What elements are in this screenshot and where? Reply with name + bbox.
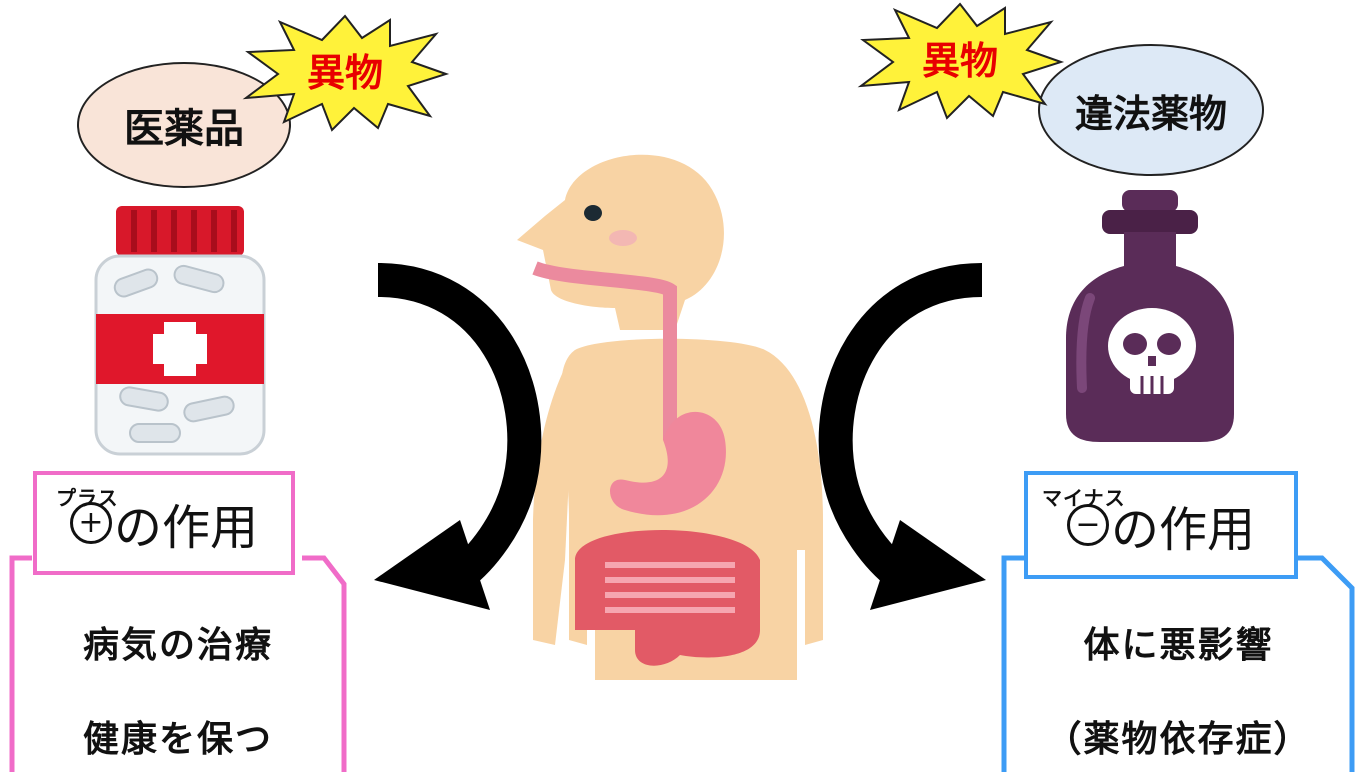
foreign-object-burst-left: 異物 [240,12,450,132]
minus-effect-title: の作用 [1111,490,1255,560]
minus-effect-item-2: （薬物依存症） [1000,710,1357,762]
plus-effect-title: の作用 [114,488,258,558]
poison-bottle-icon [1060,188,1240,448]
plus-ruby: プラス [56,482,119,511]
burst-label-left: 異物 [307,51,383,95]
minus-ruby: マイナス [1042,482,1126,511]
burst-label-right: 異物 [922,39,998,83]
minus-effect-list: 体に悪影響 （薬物依存症） [1000,600,1357,772]
foreign-object-burst-right: 異物 [855,0,1065,120]
plus-effect-list: 病気の治療 健康を保つ [8,600,348,772]
minus-effect-item-1: 体に悪影響 [1000,616,1357,668]
illegal-drug-label-bubble: 違法薬物 [1038,44,1264,176]
medicine-label: 医薬品 [124,96,244,154]
digestive-body-icon [505,140,835,700]
arrow-left-curve [370,260,550,620]
plus-effect-item-2: 健康を保つ [8,710,348,762]
medicine-bottle-icon [90,200,270,460]
illegal-drug-label: 違法薬物 [1075,83,1227,138]
plus-effect-item-1: 病気の治療 [8,616,348,668]
arrow-right-curve [810,260,990,620]
